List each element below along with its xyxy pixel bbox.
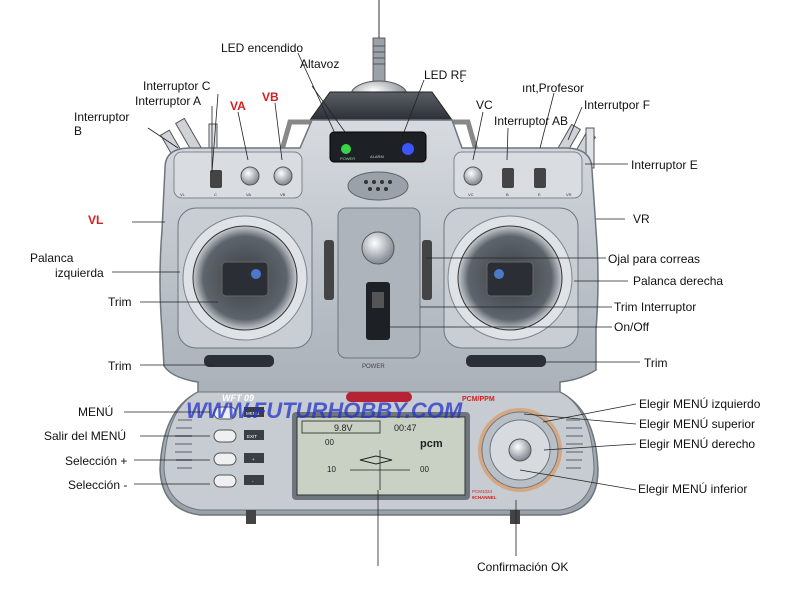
label-trim-interruptor: Trim Interruptor	[614, 300, 697, 314]
power-label: POWER	[362, 364, 385, 370]
led-alarm-text: ALARM	[370, 154, 384, 159]
speaker	[347, 171, 409, 201]
svg-text:VB: VB	[280, 192, 286, 197]
label-interruptor-b-2: B	[74, 124, 83, 138]
label-interruptor-e: Interruptor E	[631, 158, 698, 172]
svg-text:E: E	[538, 192, 541, 197]
svg-text:+: +	[252, 457, 255, 462]
label-trim-left-lower: Trim	[108, 359, 132, 373]
dial-pad	[478, 408, 562, 492]
watermark: WWW.FUTURHOBBY.COM	[186, 398, 463, 423]
svg-text:00:47: 00:47	[394, 423, 417, 433]
svg-text:VR: VR	[566, 192, 572, 197]
right-stick-gimbal	[443, 207, 579, 349]
led-panel	[329, 131, 427, 163]
label-trim-left-upper: Trim	[108, 295, 132, 309]
label-palanca-izquierda-1: Palanca	[30, 251, 74, 265]
label-int-profesor-mark: ˇ	[460, 78, 464, 92]
label-menu: MENÚ	[78, 405, 114, 419]
label-vl: VL	[88, 213, 104, 227]
pcm-line-2: 9CHANNEL	[472, 495, 497, 500]
svg-text:EXIT: EXIT	[247, 434, 257, 439]
label-elegir-menu-derecho: Elegir MENÚ derecho	[639, 437, 756, 451]
right-grill	[566, 419, 583, 469]
label-palanca-izquierda-2: izquierda	[55, 266, 104, 280]
left-stick-gimbal	[177, 207, 313, 349]
left-trim	[204, 355, 274, 367]
label-salir-menu: Salir del MENÚ	[44, 429, 127, 443]
svg-text:MENU: MENU	[246, 411, 259, 416]
svg-text:9.8V: 9.8V	[334, 423, 353, 433]
label-led-encendido: LED encendido	[221, 41, 304, 55]
menu-key-labels: MENU EXIT + -	[246, 411, 259, 484]
label-ojal-correas: Ojal para correas	[608, 252, 701, 266]
center-column	[324, 207, 432, 359]
svg-text:VA: VA	[246, 192, 251, 197]
menu-keys	[213, 406, 264, 488]
label-interruptor-a: Interruptor A	[135, 94, 202, 108]
left-switches	[210, 166, 293, 188]
svg-text:-: -	[252, 479, 254, 484]
label-interruptor-ab: Interruptor AB	[494, 114, 569, 128]
label-elegir-menu-izquierdo: Elegir MENÚ izquierdo	[639, 397, 761, 411]
right-switches	[463, 166, 546, 188]
label-interruptor-b-1: Interruptor	[74, 110, 130, 124]
label-on-off: On/Off	[614, 320, 650, 334]
label-elegir-menu-superior: Elegir MENÚ superior	[639, 417, 756, 431]
pcm-line-1: PCM1024	[472, 489, 493, 494]
power-led	[341, 144, 351, 154]
leader-lines	[112, 52, 640, 566]
label-int-profesor: ınt,Profesor	[522, 81, 585, 95]
svg-text:C: C	[214, 192, 217, 197]
label-vb: VB	[262, 90, 279, 104]
label-seleccion-menos: Selección -	[68, 478, 128, 492]
label-elegir-menu-inferior: Elegir MENÚ inferior	[638, 482, 748, 496]
model-name: WFT 09	[222, 393, 254, 403]
label-vc: VC	[476, 98, 493, 112]
label-confirmacion-ok: Confirmación OK	[477, 560, 569, 574]
right-shoulder-panel	[453, 151, 583, 199]
label-interruptor-c: Interruptor C	[143, 79, 211, 93]
label-trim-right-lower: Trim	[644, 356, 668, 370]
label-va: VA	[230, 99, 246, 113]
label-seleccion-mas: Selección +	[65, 454, 128, 468]
svg-text:00: 00	[325, 438, 334, 447]
label-palanca-derecha: Palanca derecha	[633, 274, 724, 288]
svg-text:B: B	[506, 192, 509, 197]
svg-text:00: 00	[420, 465, 429, 474]
foot-left	[246, 510, 256, 524]
svg-text:VL: VL	[180, 192, 186, 197]
left-shoulder-panel	[173, 151, 303, 199]
svg-text:pcm: pcm	[420, 438, 443, 450]
svg-text:VC: VC	[468, 192, 474, 197]
foot-right	[510, 510, 520, 524]
right-trim	[466, 355, 546, 367]
lcd-screen	[296, 416, 466, 496]
rf-led	[402, 143, 414, 155]
top-hood	[309, 91, 453, 121]
label-vr: VR	[633, 212, 650, 226]
brand-badge	[346, 392, 412, 402]
label-altavoz: Altavoz	[300, 57, 340, 71]
mode-badge: PCM/PPM	[462, 396, 495, 403]
label-led-rf: LED RF	[424, 68, 467, 82]
led-power-text: POWER	[340, 156, 355, 161]
lcd-contents: 9.8V 00:47 pcm 00 00 10	[301, 420, 443, 490]
switch-legend-left: VL C VA VB	[180, 192, 286, 197]
svg-text:10: 10	[327, 465, 336, 474]
label-interruptor-f: Interrutpor F	[584, 98, 651, 112]
switch-legend-right: VC B E VR	[468, 192, 572, 197]
left-grill	[175, 419, 192, 469]
